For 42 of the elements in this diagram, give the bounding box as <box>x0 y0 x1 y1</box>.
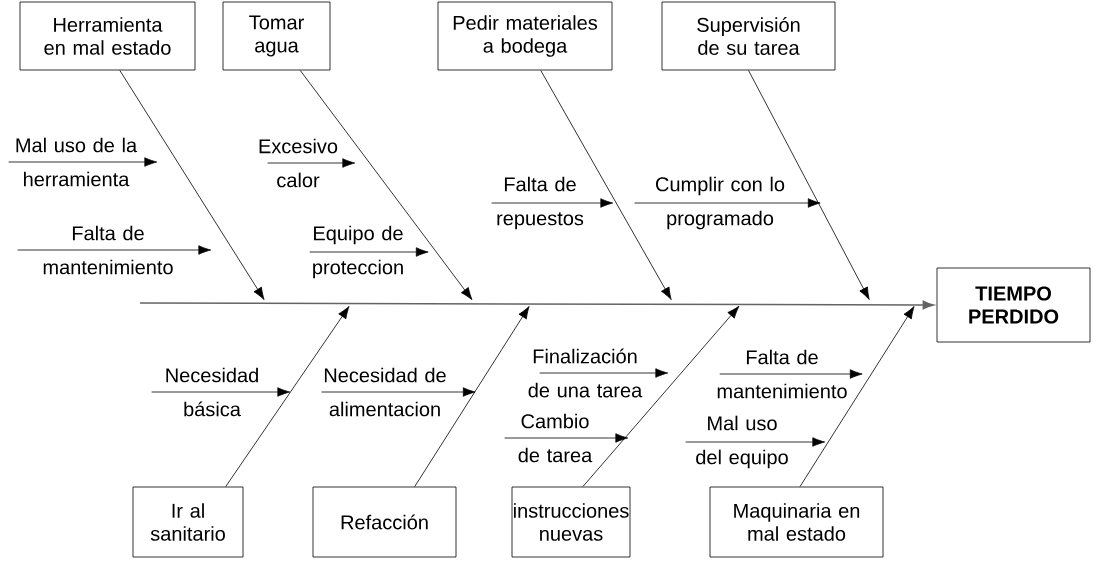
cause-box: Refacción <box>312 486 457 558</box>
bone-arrow <box>414 306 530 487</box>
arrow <box>17 245 212 255</box>
cause-box: Ir al sanitario <box>132 486 244 558</box>
arrow <box>600 198 614 208</box>
sub-cause-label: Necesidad de alimentacion <box>324 367 446 417</box>
sub-cause-label: Mal uso de la herramienta <box>16 137 138 187</box>
cause-box: Pedir materiales a bodega <box>437 1 613 71</box>
sub-cause-label: Cambio de tarea <box>518 413 593 463</box>
sub-cause-label: Excesivo calor <box>259 138 338 188</box>
bone-arrow <box>582 305 740 487</box>
arrow <box>342 158 356 168</box>
arrow <box>812 437 826 447</box>
sub-cause-label: Finalización de una tarea <box>528 348 643 398</box>
arrow <box>849 369 863 379</box>
arrow <box>655 368 669 378</box>
arrow <box>415 247 429 257</box>
bone-arrow <box>748 70 870 300</box>
sub-cause-label: Necesidad básica <box>166 367 258 417</box>
bone-arrow <box>799 306 915 487</box>
arrow <box>807 198 821 208</box>
arrow <box>462 387 476 397</box>
sub-cause-label: Cumplir con lo programado <box>656 176 785 230</box>
bone-arrow <box>299 70 473 300</box>
bone-arrow <box>225 306 350 487</box>
arrow <box>615 433 629 443</box>
arrow <box>8 157 158 167</box>
spine-arrow <box>139 300 934 310</box>
sub-cause-label: Falta de repuestos <box>497 176 584 230</box>
sub-cause-label: Equipo de proteccion <box>313 225 403 279</box>
bone-arrow <box>540 70 672 300</box>
cause-box: Herramienta en mal estado <box>19 1 196 71</box>
sub-cause-label: Mal uso del equipo <box>696 415 788 469</box>
cause-box: instrucciones nuevas <box>511 486 631 558</box>
bone-arrow <box>119 70 265 300</box>
sub-cause-label: Falta de mantenimiento <box>43 225 173 275</box>
arrow <box>277 387 291 397</box>
effect-box: TIEMPO PERDIDO <box>936 267 1091 343</box>
cause-box: Supervisión de su tarea <box>661 1 836 71</box>
cause-box: Tomar agua <box>222 1 331 71</box>
sub-cause-label: Falta de mantenimiento <box>717 349 847 399</box>
cause-box: Maquinaria en mal estado <box>709 486 884 558</box>
